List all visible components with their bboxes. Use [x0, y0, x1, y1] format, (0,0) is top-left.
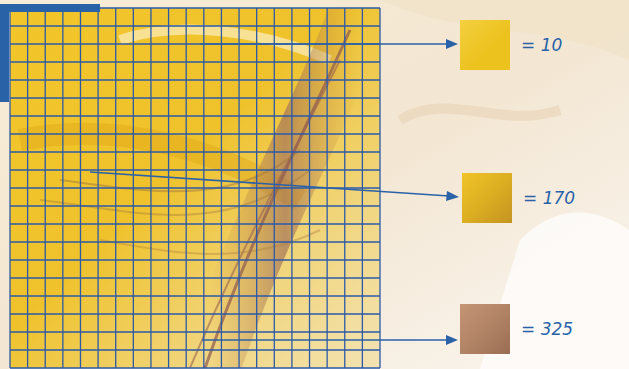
color-swatch — [460, 304, 510, 354]
grid-line — [10, 79, 380, 80]
grid-line — [10, 223, 380, 224]
grid-line — [10, 151, 380, 152]
grid-line — [10, 367, 380, 368]
grid-line — [10, 277, 380, 278]
grid-line — [10, 115, 380, 116]
color-swatch — [462, 173, 512, 223]
grid-line — [10, 241, 380, 242]
grid-line — [10, 133, 380, 134]
value-label: = 325 — [521, 321, 573, 338]
grid-line — [10, 169, 380, 170]
grid-line — [10, 295, 380, 296]
grid-line — [10, 97, 380, 98]
grid-line — [10, 205, 380, 206]
grid-line — [10, 331, 380, 332]
grid-line — [10, 25, 380, 26]
value-label: = 10 — [521, 37, 562, 54]
color-swatch — [460, 20, 510, 70]
grid-line — [10, 349, 380, 350]
grid-line — [10, 61, 380, 62]
grid-line — [10, 313, 380, 314]
value-label: = 170 — [523, 190, 575, 207]
grid-line — [10, 259, 380, 260]
